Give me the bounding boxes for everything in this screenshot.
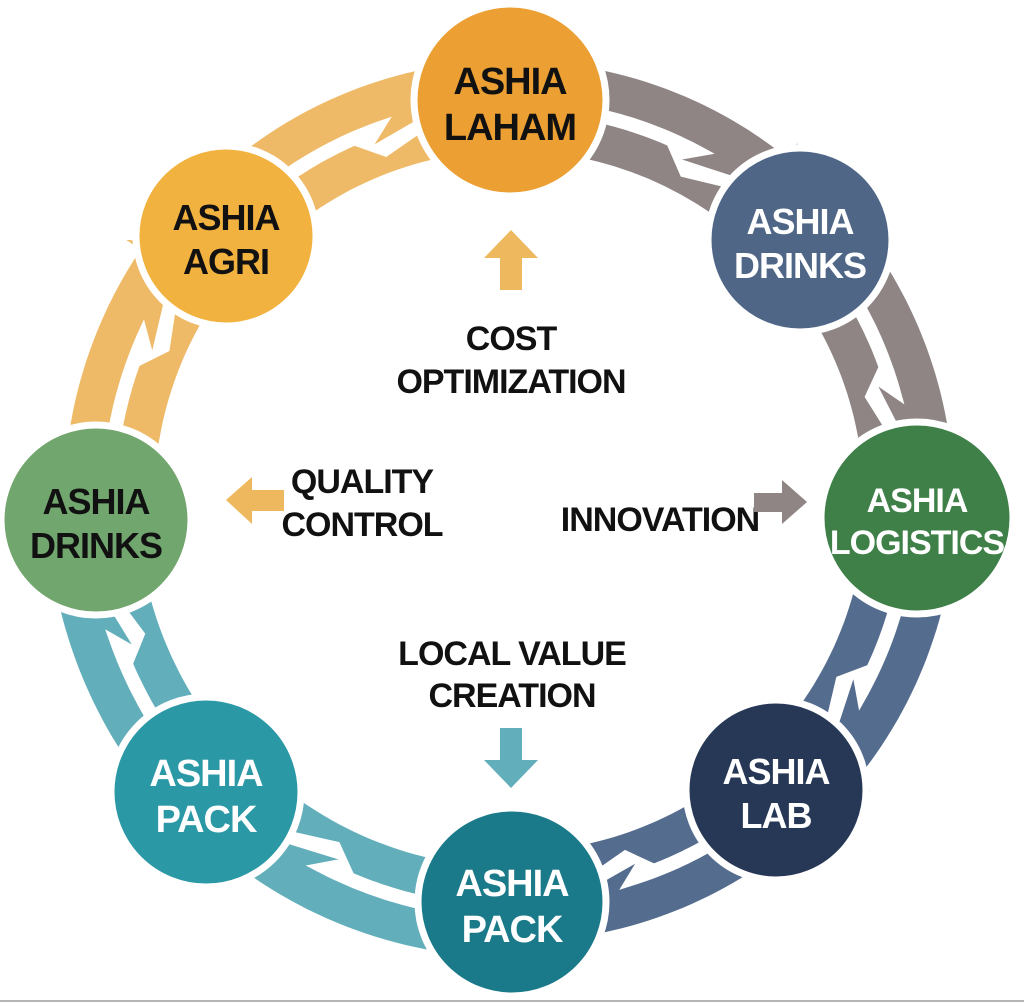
node-circle	[682, 696, 870, 884]
node-circle	[410, 0, 610, 200]
node-label-line2: AGRI	[183, 241, 269, 282]
node-label-line1: ASHIA	[867, 482, 968, 520]
center-label-local-value-creation: LOCAL VALUE CREATION	[398, 635, 627, 788]
arrow-left-icon	[226, 477, 284, 524]
node-circle	[107, 693, 305, 891]
node-label-line1: ASHIA	[455, 863, 569, 905]
bottom-divider	[0, 1000, 1024, 1002]
node-label-line2: PACK	[156, 799, 258, 841]
node-label-line2: DRINKS	[734, 245, 866, 286]
arrow-right-icon	[754, 480, 807, 524]
node-circle	[132, 142, 320, 330]
node-label-line1: ASHIA	[42, 481, 150, 522]
node-label-line1: ASHIA	[172, 197, 280, 238]
node-label-line1: ASHIA	[746, 201, 854, 242]
center-label-innovation: INNOVATION	[561, 480, 807, 539]
node-label-line1: ASHIA	[149, 753, 263, 795]
quality-control-line2: CONTROL	[281, 506, 442, 544]
node-logistics: ASHIA LOGISTICS	[817, 418, 1017, 618]
node-label-line1: ASHIA	[722, 751, 830, 792]
node-circle	[414, 804, 610, 1000]
local-value-creation-line2: CREATION	[428, 677, 595, 715]
node-label-line2: DRINKS	[30, 525, 162, 566]
center-label-quality-control: QUALITY CONTROL	[226, 463, 444, 544]
cost-optimization-line1: COST	[466, 320, 558, 358]
cost-optimization-line2: OPTIMIZATION	[396, 363, 625, 401]
innovation-text: INNOVATION	[561, 501, 759, 539]
arrow-down-icon	[484, 728, 538, 788]
local-value-creation-line1: LOCAL VALUE	[398, 635, 626, 673]
center-label-cost-optimization: COST OPTIMIZATION	[396, 230, 627, 401]
node-circle	[817, 418, 1017, 618]
node-label-line2: PACK	[462, 909, 564, 951]
node-label-line2: LOGISTICS	[830, 524, 1005, 562]
node-label-line1: ASHIA	[453, 61, 567, 103]
arrow-up-icon	[484, 230, 538, 290]
node-circle	[0, 421, 195, 619]
node-label-line2: LAHAM	[444, 107, 576, 149]
node-label-line2: LAB	[741, 795, 812, 836]
node-circle	[704, 144, 896, 336]
quality-control-line1: QUALITY	[291, 463, 435, 501]
